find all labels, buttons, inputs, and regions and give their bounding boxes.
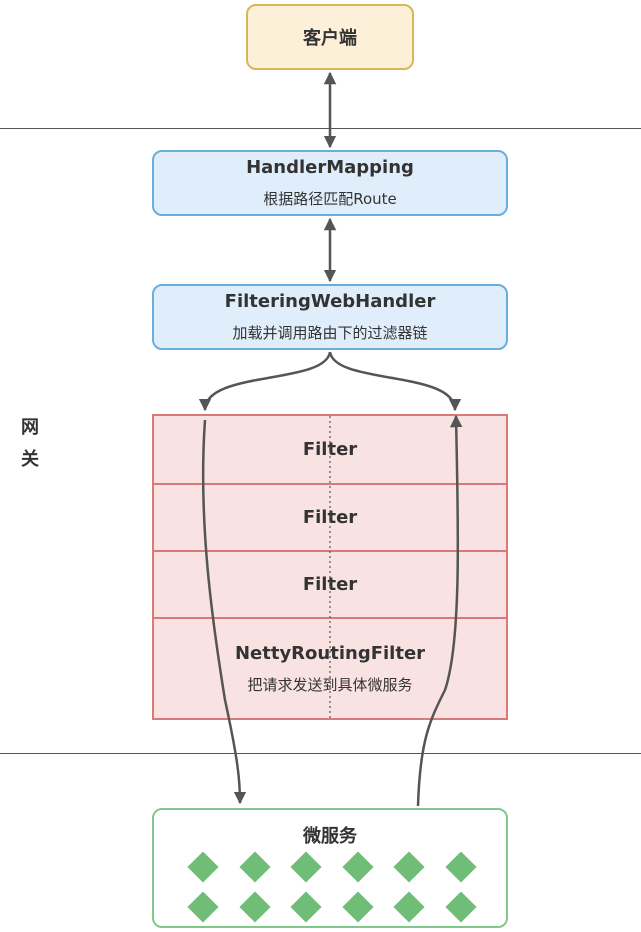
split-left-arrow — [198, 351, 332, 412]
diamond-icon — [393, 851, 425, 883]
netty-routing-filter-subtitle: 把请求发送到具体微服务 — [247, 675, 413, 694]
gateway-label-char-2: 关 — [21, 449, 39, 470]
diamond-icon — [290, 851, 322, 883]
filter-row-2: Filter — [154, 483, 506, 550]
filtering-web-handler-title: FilteringWebHandler — [224, 291, 436, 312]
diamond-icon — [187, 851, 219, 883]
netty-routing-filter-title: NettyRoutingFilter — [234, 642, 426, 664]
handler-mapping-subtitle: 根据路径匹配Route — [263, 190, 397, 208]
diamond-icon — [290, 891, 322, 923]
client-title: 客户端 — [303, 28, 357, 49]
gateway-label: 网 关 — [18, 412, 42, 476]
microservice-node: 微服务 — [152, 808, 508, 928]
filtering-web-handler-node: FilteringWebHandler 加载并调用路由下的过滤器链 — [152, 284, 508, 350]
netty-routing-filter-row: NettyRoutingFilter 把请求发送到具体微服务 — [154, 617, 506, 718]
filter-title-2: Filter — [302, 507, 358, 528]
gateway-top-boundary — [0, 128, 641, 129]
handler-mapping-title: HandlerMapping — [246, 157, 414, 178]
diamond-icon — [444, 891, 477, 923]
gateway-bottom-boundary — [0, 753, 641, 754]
client-node: 客户端 — [246, 4, 414, 70]
diamond-icon — [444, 851, 477, 883]
filter-chain: Filter Filter Filter NettyRoutingFilter … — [152, 414, 508, 720]
gateway-label-char-1: 网 — [21, 417, 39, 438]
diamond-icon — [187, 891, 219, 923]
filter-row-1: Filter — [154, 416, 506, 483]
filter-title-3: Filter — [302, 574, 358, 595]
split-right-arrow — [328, 351, 462, 412]
microservice-title: 微服务 — [303, 826, 357, 847]
diamond-icon — [341, 891, 374, 923]
filter-title-1: Filter — [302, 439, 358, 460]
diamond-icon — [341, 851, 374, 883]
diamond-icon — [393, 891, 425, 923]
diamond-icon — [238, 851, 271, 883]
filtering-web-handler-subtitle: 加载并调用路由下的过滤器链 — [232, 324, 428, 342]
filter-row-3: Filter — [154, 550, 506, 617]
handler-mapping-node: HandlerMapping 根据路径匹配Route — [152, 150, 508, 216]
diamond-icon — [238, 891, 271, 923]
